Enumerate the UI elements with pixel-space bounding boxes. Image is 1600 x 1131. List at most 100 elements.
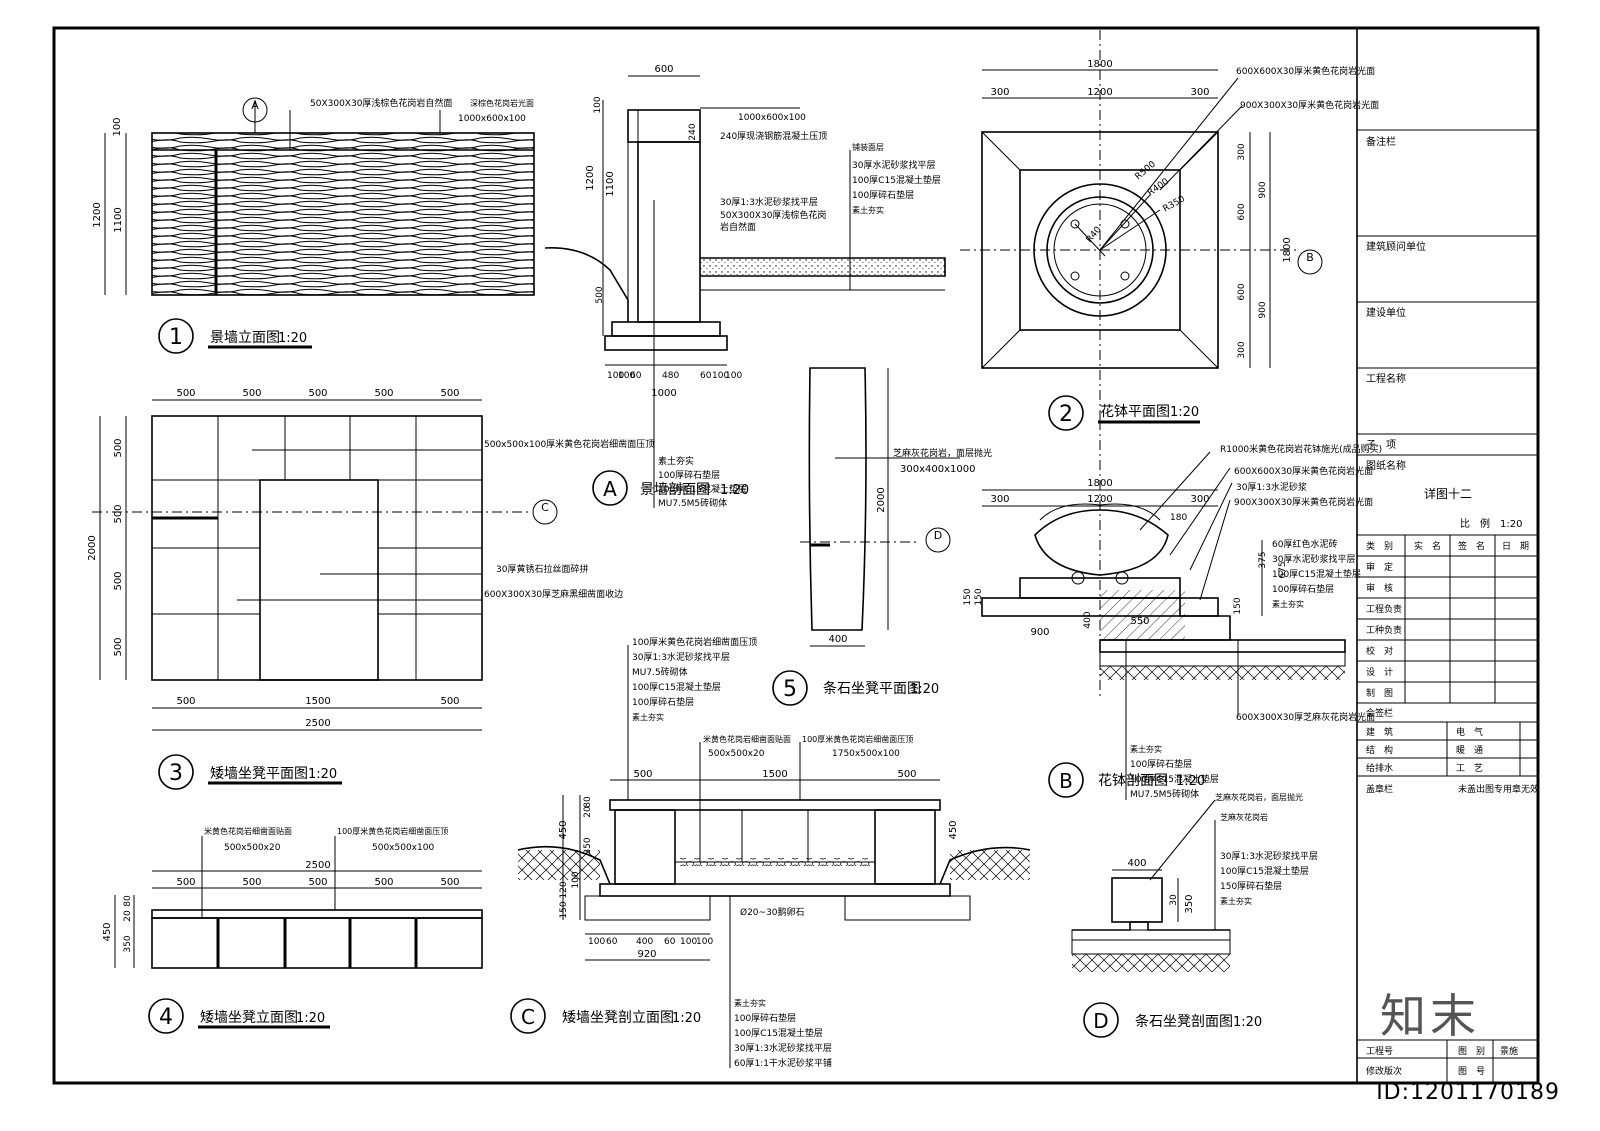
drawing-title: 条石坐凳剖面图 — [1135, 1013, 1233, 1030]
dim: 100 — [607, 371, 624, 381]
note: 60厚1:1干水泥砂浆平铺 — [734, 1057, 832, 1069]
tb-fig-cat: 景施 — [1500, 1045, 1518, 1057]
note: 100厚C15混凝土垫层 — [632, 681, 721, 693]
drawing-scale: 1:20 — [910, 682, 939, 697]
drawing-title: 景墙剖面图 — [640, 482, 710, 498]
dim: 500 — [897, 769, 916, 780]
note: 芝麻灰花岗岩，面层抛光 — [893, 447, 992, 459]
drawing-title: 矮墙坐凳立面图 — [200, 1010, 298, 1026]
note: 30厚黄锈石拉丝面碎拼 — [496, 563, 588, 575]
drawing-1-wall-elevation: A 100 1200 1100 50X300X30厚浅棕色花岗岩自然面 深棕色花… — [92, 97, 535, 354]
dim: 1200 — [1087, 494, 1112, 505]
note: 100厚C15混凝土垫层 — [852, 174, 941, 186]
dim: 300 — [1237, 341, 1247, 358]
dim: 2500 — [305, 718, 330, 729]
tb-proj-no: 工程号 — [1366, 1046, 1393, 1057]
note: 30厚水泥砂浆找平层 — [1272, 553, 1355, 565]
note: 素土夯实 — [658, 455, 694, 467]
title-block: 备注栏 建筑顾问单位 建设单位 工程名称 子 项 图纸名称 详图十二 比 例 1… — [1357, 129, 1539, 1083]
tb-project: 工程名称 — [1366, 372, 1406, 385]
dim-1200: 1200 — [92, 202, 103, 227]
drawing-number: C — [521, 1005, 535, 1029]
tb-cs-cell: 电 气 — [1456, 726, 1483, 738]
dim: 100 — [712, 371, 729, 381]
tb-scale-label: 比 例 — [1460, 517, 1490, 530]
section-mark-b-symbol — [1297, 249, 1323, 275]
dim: 500 — [308, 388, 327, 399]
note: 芝麻灰花岗岩，面层抛光 — [1215, 792, 1303, 802]
drawing-b-planter-section: 1800 300 1200 300 180 375 675 150 150 15… — [963, 420, 1382, 800]
drawing-number-circle — [158, 318, 194, 354]
note: 100厚碎石垫层 — [632, 696, 694, 708]
dim: 600 — [654, 64, 673, 75]
drawing-number-circle — [1048, 395, 1084, 431]
dim: R350 — [1162, 194, 1188, 215]
dim: 150 — [559, 901, 569, 918]
note: 素土夯实 — [1220, 896, 1252, 906]
dim: 20 — [583, 806, 593, 818]
dim: 2000 — [87, 535, 98, 560]
note: 30厚1:3水泥砂浆找平层 — [734, 1042, 832, 1054]
note: 100厚C15混凝土垫层 — [658, 483, 747, 495]
dim: 150 — [974, 588, 984, 605]
note: 1000x600x100 — [458, 114, 526, 124]
tb-cs-cell: 建 筑 — [1366, 726, 1393, 738]
dim: 1800 — [1087, 59, 1112, 70]
drawing-number-circle — [158, 754, 194, 790]
section-mark-c: C — [541, 501, 549, 514]
dim: 350 — [123, 935, 133, 952]
dim: 100 — [588, 937, 605, 947]
dim: 500 — [242, 877, 261, 888]
tb-rev: 修改版次 — [1366, 1065, 1402, 1077]
note: 1000x600x100 — [738, 113, 806, 123]
note: 50X300X30厚浅棕色花岗岩自然面 — [310, 97, 452, 109]
dim: 550 — [1130, 616, 1149, 627]
note: 100厚米黄色花岗岩细凿面压顶 — [632, 636, 757, 648]
tb-role: 工程负责 — [1366, 603, 1402, 615]
dim: 100 — [725, 371, 742, 381]
drawing-title: 花钵平面图 — [1100, 404, 1170, 420]
note: 铺装面层 — [852, 142, 884, 152]
note: 500x500x20 — [708, 749, 765, 759]
note: MU7.5M5砖砌体 — [658, 497, 727, 509]
dim: 500 — [113, 571, 124, 590]
dim: 30 — [1169, 894, 1179, 906]
drawing-scale: 1:20 — [1233, 1015, 1262, 1030]
note: R1000米黄色花岗岩花钵施光(成品购买) — [1220, 443, 1382, 455]
dim: 1800 — [1087, 478, 1112, 489]
dim: 1200 — [1087, 87, 1112, 98]
dim: 600 — [1237, 283, 1247, 300]
dim: R40 — [1085, 225, 1104, 245]
dim: 500 — [374, 877, 393, 888]
tb-seal-label: 盖章栏 — [1366, 783, 1393, 795]
note: 30厚1:3水泥砂浆找平层 — [720, 196, 818, 208]
drawing-number: 2 — [1059, 402, 1073, 427]
dim: 500 — [440, 388, 459, 399]
dim: 500 — [242, 388, 261, 399]
dim: R500 — [1134, 159, 1159, 182]
dim: 1500 — [762, 769, 787, 780]
tb-cs-cell: 暖 通 — [1456, 744, 1483, 756]
drawing-scale: 1:20 — [1170, 405, 1199, 420]
note: 150厚碎石垫层 — [1220, 880, 1282, 892]
dim: 150 — [963, 588, 973, 605]
note: 300x400x1000 — [900, 464, 975, 475]
tb-countersign: 会签栏 — [1366, 707, 1393, 719]
dim: 100 — [680, 937, 697, 947]
dim: 100 — [571, 871, 581, 888]
note: 100厚C15混凝土垫层 — [1220, 865, 1309, 877]
note: 500x500x100 — [372, 843, 434, 853]
note: MU7.5砖砌体 — [632, 666, 688, 678]
drawing-number-circle — [1048, 762, 1084, 798]
drawing-5-stone-bench-plan: D 2000 400 芝麻灰花岗岩，面层抛光 300x400x1000 5 条石… — [772, 367, 992, 706]
dim: 1500 — [305, 696, 330, 707]
tb-header: 签 名 — [1458, 540, 1485, 552]
dim: 240 — [688, 123, 698, 140]
drawing-3-bench-wall-plan: C 500 500 500 500 500 500 500 500 500 20… — [87, 388, 654, 790]
drawing-title: 花钵剖面图 — [1098, 773, 1168, 789]
section-mark-d: D — [934, 529, 942, 542]
dim: 500 — [113, 438, 124, 457]
drawing-scale: 1:20 — [672, 1011, 701, 1026]
drawing-number: D — [1093, 1009, 1108, 1033]
tb-role: 校 对 — [1366, 645, 1393, 657]
